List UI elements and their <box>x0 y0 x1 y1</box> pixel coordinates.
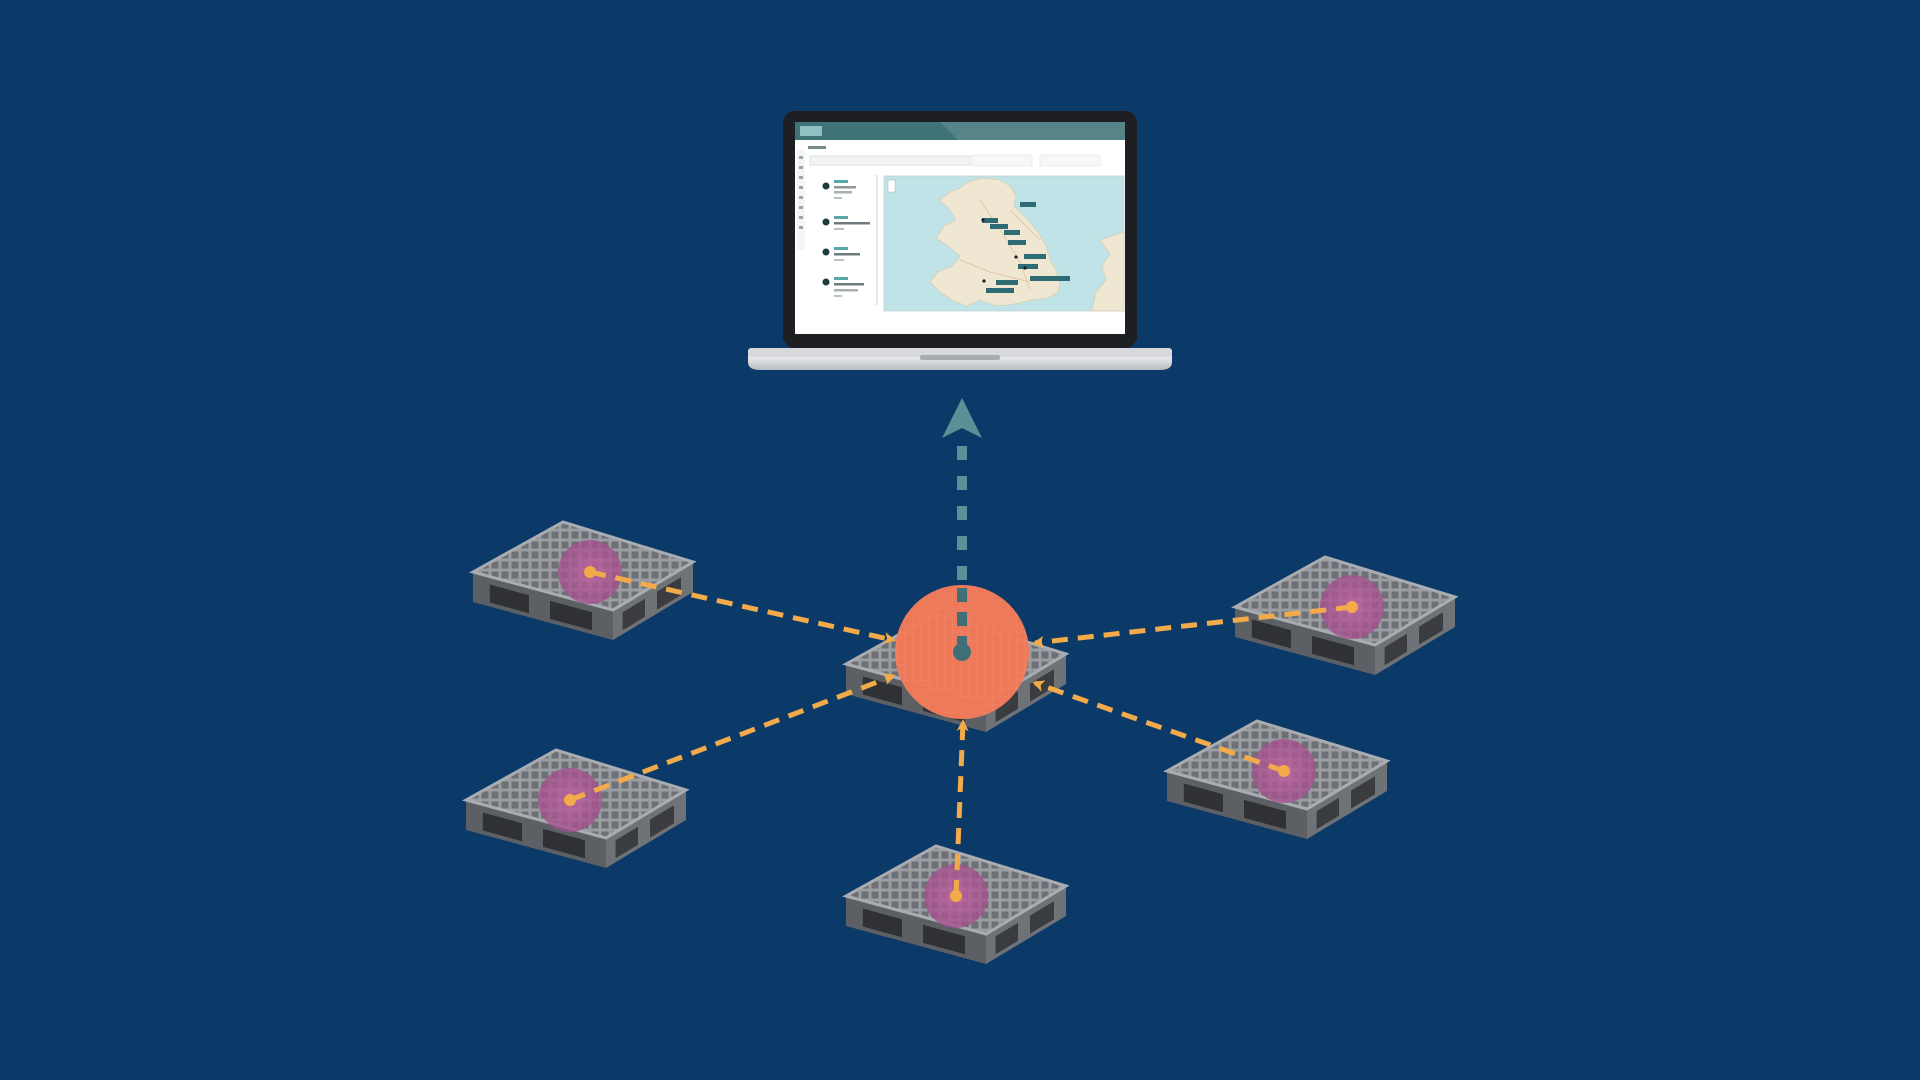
app-header-bar <box>795 122 1125 140</box>
filter-select-2[interactable] <box>1039 154 1101 167</box>
list-item[interactable] <box>822 247 861 261</box>
pallet-fork-opening <box>1244 799 1286 830</box>
list-scrollbar[interactable] <box>876 175 878 305</box>
laptop-icon <box>748 111 1172 370</box>
gateway-node-dot <box>953 643 971 661</box>
map-tag[interactable] <box>1030 276 1070 281</box>
pallet-fork-opening <box>543 828 585 859</box>
search-input[interactable] <box>809 155 971 166</box>
pallet-fork-opening <box>1251 619 1291 649</box>
pallet-fork-opening <box>657 577 681 610</box>
pallet-fork-opening <box>995 690 1018 723</box>
sensor-pallet-right <box>1163 719 1391 839</box>
map-tag[interactable] <box>1024 254 1046 259</box>
map-tag[interactable] <box>1020 202 1036 207</box>
app-filter-bar <box>809 154 1101 167</box>
map-tag[interactable] <box>1004 230 1020 235</box>
map-tag[interactable] <box>982 218 998 223</box>
link-right <box>1032 680 1285 774</box>
link-top-right <box>1032 604 1353 648</box>
pallet-fork-opening <box>923 924 965 955</box>
pallet-fork-opening <box>1351 776 1375 809</box>
pallet-fork-opening <box>1316 797 1339 830</box>
gateway-icon <box>895 585 1029 719</box>
arrow-up-icon <box>942 398 982 652</box>
map-tag[interactable] <box>996 280 1018 285</box>
laptop-screen <box>795 122 1125 334</box>
pallet-fork-opening <box>482 812 522 842</box>
map-tag[interactable] <box>1008 240 1026 245</box>
laptop-hinge <box>748 348 1172 357</box>
laptop-notch <box>920 355 1000 360</box>
asset-list <box>810 172 880 312</box>
sensor-pallet-top-right <box>1231 555 1459 675</box>
app-side-toolbar <box>797 150 805 250</box>
list-item[interactable] <box>822 216 871 230</box>
app-logo-icon <box>800 126 822 136</box>
pallet-fork-opening <box>489 584 529 614</box>
filter-select-1[interactable] <box>971 154 1033 167</box>
map-tags <box>981 202 1070 293</box>
map-icon[interactable] <box>883 175 1125 312</box>
pallet-fork-opening <box>995 922 1018 955</box>
pallet-fork-opening <box>615 826 638 859</box>
laptop-base <box>748 355 1172 370</box>
pallet-fork-opening <box>622 598 645 631</box>
pallet-fork-opening <box>1183 783 1223 813</box>
map-tag[interactable] <box>1018 264 1038 269</box>
sensor-pallet-bottom-left <box>462 748 690 868</box>
pallet-fork-opening <box>1384 633 1407 666</box>
map-tag[interactable] <box>990 224 1008 229</box>
pallet-fork-opening <box>1419 612 1443 645</box>
pallet-fork-opening <box>1312 635 1354 666</box>
link-bottom <box>953 719 969 897</box>
map-tag[interactable] <box>986 288 1014 293</box>
links-layer <box>569 569 1353 897</box>
pallet-fork-opening <box>862 908 902 938</box>
list-item[interactable] <box>822 277 865 297</box>
pallet-fork-opening <box>650 805 674 838</box>
link-bottom-left <box>569 673 896 803</box>
sensor-pallet-top-left <box>469 520 697 640</box>
pallet-fork-opening <box>550 600 592 631</box>
map-zoom-control[interactable] <box>887 179 896 193</box>
list-item[interactable] <box>822 180 857 199</box>
pallet-fork-opening <box>1030 901 1054 934</box>
